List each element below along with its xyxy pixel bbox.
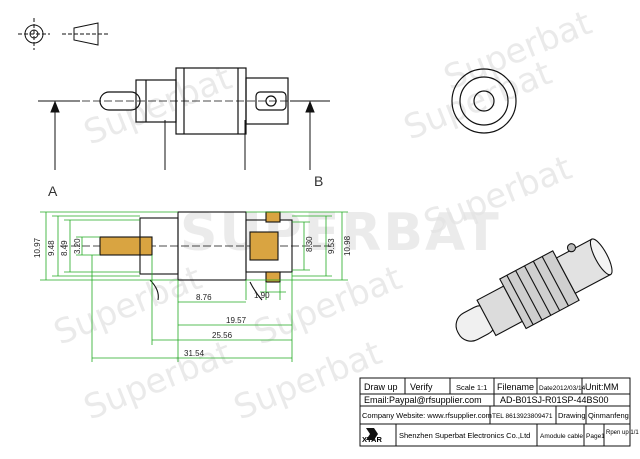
dim-25-56: 25.56 bbox=[212, 331, 233, 340]
dim-10-98: 10.98 bbox=[343, 235, 352, 256]
tb-drawer: Qinmanfeng bbox=[588, 411, 629, 420]
dimension-labels: 10.97 9.48 8.49 3.20 8.30 9.53 10.98 8.7… bbox=[33, 235, 352, 358]
dimension-lines bbox=[40, 211, 348, 362]
brand-watermark: SUPERBAT bbox=[180, 203, 501, 263]
tb-draw-up: Draw up bbox=[364, 382, 398, 392]
dim-19-57: 19.57 bbox=[226, 316, 247, 325]
title-block bbox=[359, 377, 631, 447]
tb-scale: Scale 1:1 bbox=[456, 383, 487, 392]
tb-company: Shenzhen Superbat Electronics Co.,Ltd bbox=[399, 431, 530, 440]
watermark-text: Superbat bbox=[78, 333, 237, 428]
watermark-text: Superbat bbox=[78, 58, 237, 153]
xtar-logo bbox=[366, 428, 378, 440]
section-a-label: A bbox=[48, 183, 58, 199]
dim-10-97: 10.97 bbox=[33, 237, 42, 258]
tb-cable: Amodule cable bbox=[540, 433, 583, 440]
section-b-label: B bbox=[314, 173, 323, 189]
tb-tel: TEL 8613923809471 bbox=[492, 413, 553, 420]
dim-8-49: 8.49 bbox=[60, 240, 69, 256]
tb-verify: Verify bbox=[410, 382, 433, 392]
tb-filename-label: Filename bbox=[497, 382, 534, 392]
projection-cone bbox=[73, 22, 99, 46]
end-view bbox=[451, 68, 517, 134]
dim-8-76: 8.76 bbox=[196, 293, 212, 302]
tb-email: Email:Paypal@rfsupplier.com bbox=[364, 395, 482, 405]
dim-3-20: 3.20 bbox=[73, 238, 82, 254]
connector-outline-view bbox=[60, 67, 300, 135]
connector-section-view bbox=[60, 211, 330, 301]
title-block-frame bbox=[359, 377, 631, 447]
tb-unit: Unit:MM bbox=[585, 382, 619, 392]
end-view-outer bbox=[451, 68, 517, 134]
tb-part-no: AD-B01SJ-R01SP-44BS00 bbox=[500, 395, 609, 405]
dim-9-53: 9.53 bbox=[327, 238, 336, 254]
tb-page-value: Rpen up 1/1 bbox=[606, 430, 639, 436]
tb-page-label: Page1 bbox=[586, 433, 605, 440]
3d-bnc-face bbox=[589, 238, 613, 276]
connector-3d-view bbox=[455, 238, 613, 342]
tb-website: Company Website: www.rfsupplier.com bbox=[362, 411, 492, 420]
title-block-text: Draw up Verify Scale 1:1 Filename Date20… bbox=[362, 382, 639, 444]
3d-bnc-stud bbox=[566, 243, 577, 253]
dim-9-48: 9.48 bbox=[47, 240, 56, 256]
projection-symbol bbox=[18, 18, 110, 50]
dim-8-30: 8.30 bbox=[305, 236, 314, 252]
tb-drawing-label: Drawing bbox=[558, 411, 586, 420]
section-insulator bbox=[249, 231, 279, 261]
section-pin bbox=[99, 236, 153, 256]
end-view-inner bbox=[473, 90, 495, 112]
section-markers bbox=[38, 100, 330, 170]
dim-1-90: 1.90 bbox=[254, 291, 270, 300]
tb-date: Date2012/03/14 bbox=[539, 385, 586, 392]
end-view-middle bbox=[459, 76, 509, 126]
dim-31-54: 31.54 bbox=[184, 349, 205, 358]
